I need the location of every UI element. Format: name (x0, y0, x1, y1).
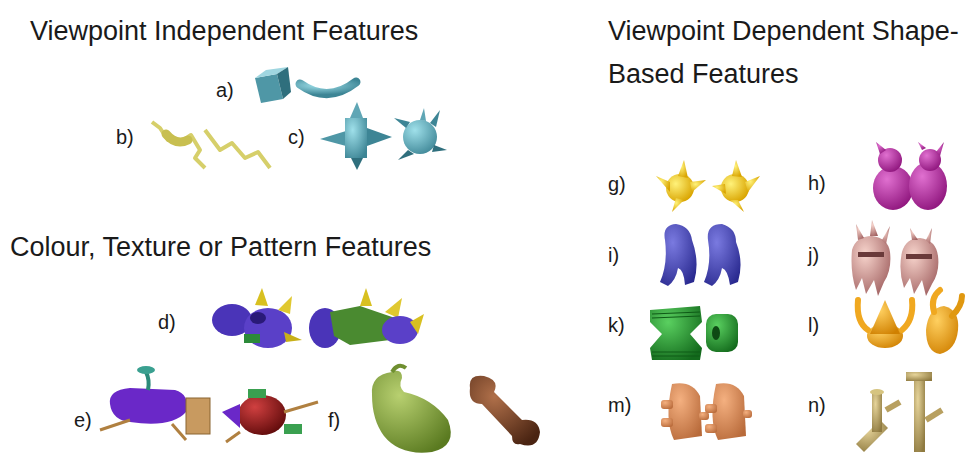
item-letter: g) (608, 172, 626, 196)
label-slot: g) (608, 172, 626, 196)
item-letter: h) (808, 171, 826, 195)
label-slot: e) (74, 408, 92, 432)
label-slot: j) (808, 243, 819, 267)
label-slot: n) (808, 393, 826, 417)
label-slot: Viewpoint Dependent Shape-Based Features (608, 10, 968, 96)
label-slot: m) (608, 393, 631, 417)
label-slot: b) (116, 125, 134, 149)
item-letter: d) (158, 310, 176, 334)
label-slot: Viewpoint Independent Features (30, 10, 418, 53)
item-letter: l) (808, 313, 819, 337)
label-slot: a) (216, 78, 234, 102)
item-letter: e) (74, 408, 92, 432)
item-letter: b) (116, 125, 134, 149)
label-slot: d) (158, 310, 176, 334)
label-slot: h) (808, 171, 826, 195)
label-slot: i) (608, 243, 619, 267)
label-slot: k) (608, 313, 625, 337)
section-heading: Colour, Texture or Pattern Features (10, 226, 431, 269)
label-slot: c) (288, 125, 305, 149)
item-letter: m) (608, 393, 631, 417)
item-letter: j) (808, 243, 819, 267)
item-letter: f) (328, 408, 340, 432)
section-heading: Viewpoint Dependent Shape-Based Features (608, 10, 968, 96)
label-slot: l) (808, 313, 819, 337)
label-slot: Colour, Texture or Pattern Features (10, 226, 431, 269)
item-letter: i) (608, 243, 619, 267)
item-letter: n) (808, 393, 826, 417)
item-letter: c) (288, 125, 305, 149)
item-letter: k) (608, 313, 625, 337)
section-heading: Viewpoint Independent Features (30, 10, 418, 53)
item-letter: a) (216, 78, 234, 102)
label-slot: f) (328, 408, 340, 432)
